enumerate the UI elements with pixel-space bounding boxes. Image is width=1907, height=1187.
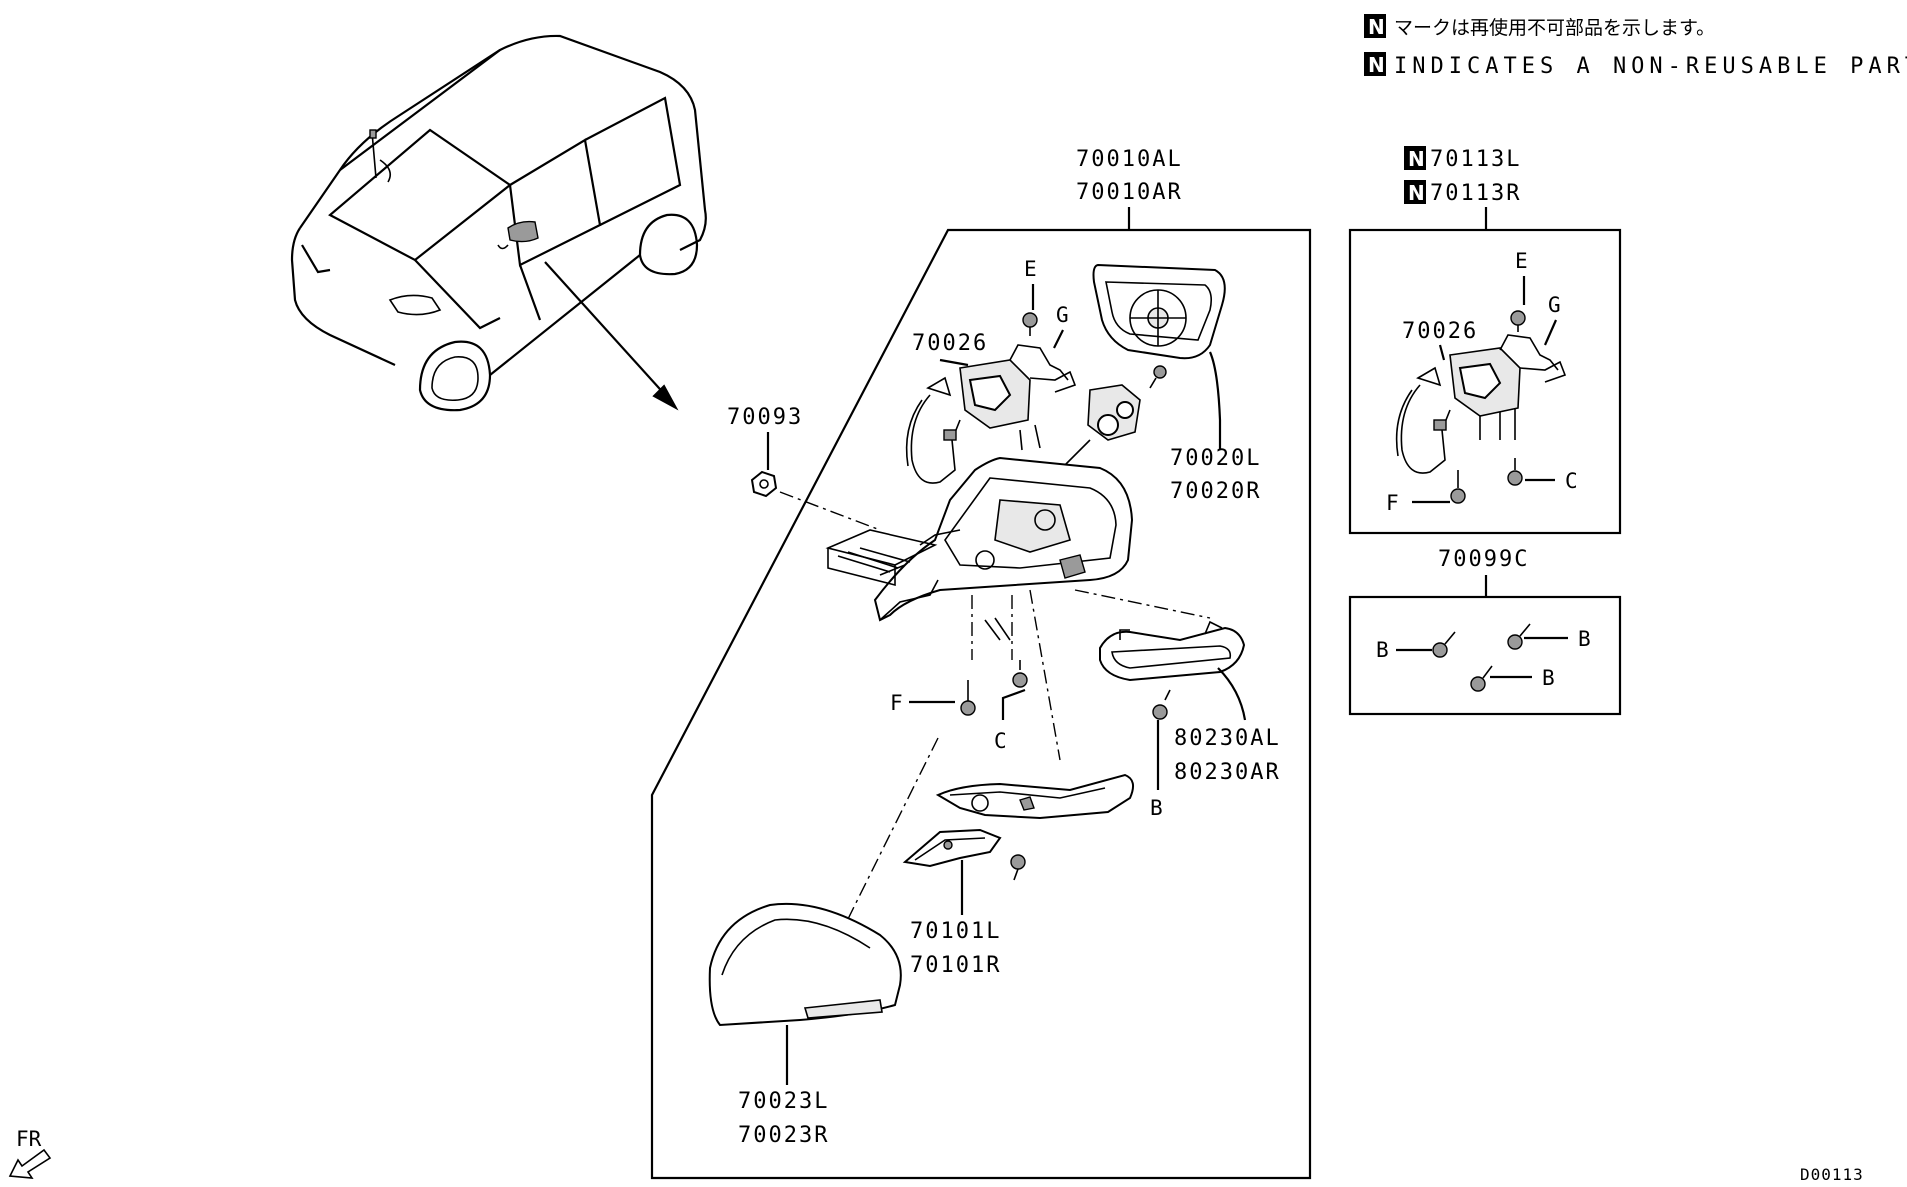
- label-b-main: B: [1150, 796, 1163, 820]
- mirror-housing-icon: [873, 456, 1134, 622]
- label-b3: B: [1542, 666, 1555, 690]
- n-mark-box-70113r: [1404, 180, 1426, 204]
- n-mark-en: N: [1368, 53, 1385, 77]
- label-70026-main: 70026: [912, 331, 988, 356]
- detail-arrow: [544, 261, 679, 411]
- label-c-sub: C: [1565, 469, 1578, 493]
- n-mark-70113r: N: [1408, 181, 1425, 205]
- mirror-actuator-icon: [1087, 384, 1141, 441]
- legend: N マークは再使用不可部品を示します。 N INDICATES A NON-RE…: [1364, 14, 1907, 79]
- label-g-main: G: [1056, 303, 1069, 327]
- kit-70113-header: N 70113L N 70113R: [1404, 146, 1521, 206]
- label-70113r: 70113R: [1430, 181, 1521, 206]
- label-b1: B: [1376, 638, 1389, 662]
- label-70023l: 70023L: [738, 1089, 829, 1114]
- screw-f-sub-icon: [1450, 470, 1466, 504]
- legend-japanese-text: マークは再使用不可部品を示します。: [1394, 17, 1715, 39]
- n-mark-box-70113l: [1404, 146, 1426, 170]
- label-80230al: 80230AL: [1174, 726, 1281, 751]
- screw-f-main-icon: [960, 680, 976, 716]
- front-direction-arrow-icon: [8, 1148, 52, 1179]
- label-c-main: C: [994, 729, 1007, 753]
- assembly-frame: [650, 207, 1312, 1180]
- label-70010al: 70010AL: [1076, 147, 1183, 172]
- label-70101l: 70101L: [910, 919, 1001, 944]
- screw-b-main-icon: [1152, 689, 1171, 720]
- label-70093: 70093: [727, 405, 803, 430]
- diagram-code: D00113: [1800, 1165, 1864, 1184]
- n-mark-box-en: [1364, 52, 1386, 76]
- label-fr: FR: [16, 1127, 42, 1151]
- label-70010ar: 70010AR: [1076, 180, 1183, 205]
- mirror-motor-sub-icon: [1395, 334, 1567, 474]
- screw-glass-icon: [1149, 365, 1167, 389]
- screw-b1-icon: [1432, 631, 1456, 658]
- kit-70113-box: [1348, 228, 1622, 535]
- mirror-cover-70023-icon: [708, 902, 902, 1027]
- label-b2: B: [1578, 627, 1591, 651]
- label-70023r: 70023R: [738, 1123, 829, 1148]
- screw-e-sub-icon: [1510, 310, 1526, 332]
- label-f-main: F: [890, 691, 903, 715]
- housing-section-shading: [825, 529, 938, 587]
- mirror-glass-70020-icon: [1092, 263, 1226, 360]
- n-mark-box-jp: [1364, 14, 1386, 38]
- label-70113l: 70113L: [1430, 147, 1521, 172]
- garnish-70101-icon: [902, 828, 1002, 868]
- screw-c-sub-icon: [1507, 458, 1523, 486]
- kit-70099c-box: [1348, 595, 1622, 716]
- label-g-sub: G: [1548, 293, 1561, 317]
- label-70026-sub: 70026: [1402, 319, 1478, 344]
- vehicle-illustration: [290, 34, 707, 412]
- label-e-main: E: [1024, 257, 1037, 281]
- nut-70093-icon: [750, 470, 778, 498]
- label-80230ar: 80230AR: [1174, 760, 1281, 785]
- label-f-sub: F: [1386, 491, 1399, 515]
- label-e-sub: E: [1515, 249, 1528, 273]
- screw-c-main-icon: [1012, 660, 1028, 688]
- screw-b2-icon: [1507, 623, 1531, 650]
- screw-e-main-icon: [1022, 312, 1038, 336]
- legend-english-text: INDICATES A NON-REUSABLE PART.: [1394, 54, 1907, 79]
- screw-garnish-icon: [1010, 854, 1026, 881]
- label-70020l: 70020L: [1170, 446, 1261, 471]
- label-70101r: 70101R: [910, 953, 1001, 978]
- label-70020r: 70020R: [1170, 479, 1261, 504]
- cover-bracket-icon: [935, 773, 1135, 820]
- turn-signal-80230-icon: [1099, 620, 1246, 682]
- label-70099c: 70099C: [1438, 547, 1529, 572]
- mirror-motor-70026-icon: [905, 344, 1077, 484]
- n-mark-jp: N: [1368, 15, 1385, 39]
- n-mark-70113l: N: [1408, 147, 1425, 171]
- screw-b3-icon: [1470, 665, 1493, 692]
